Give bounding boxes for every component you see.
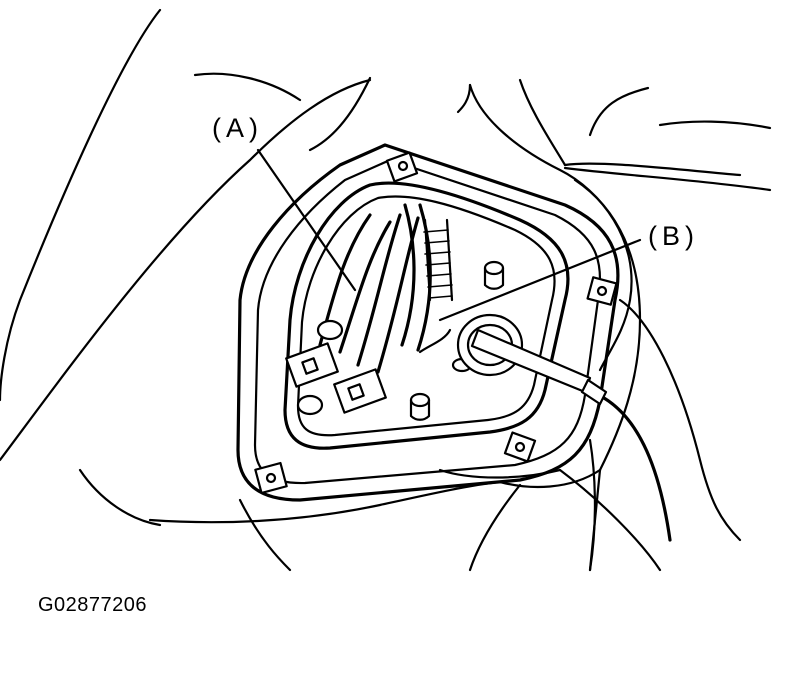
leader-line-a xyxy=(256,148,357,292)
access-cover-flange-inner xyxy=(253,158,602,485)
leader-line-b xyxy=(438,238,642,322)
flange-bolt-bottom-left xyxy=(254,461,288,495)
callout-b-label: (B) xyxy=(648,221,699,251)
figure-id: G02877206 xyxy=(38,594,148,616)
access-cover-flange xyxy=(236,143,620,502)
connector-a xyxy=(285,342,339,388)
fuel-hoses xyxy=(318,203,432,374)
flange-bolt-top xyxy=(385,151,419,183)
corrugated-tube xyxy=(423,218,454,302)
flange-bolt-right xyxy=(586,276,618,306)
callout-a-label: (A) xyxy=(212,113,263,143)
service-hole-opening xyxy=(283,181,570,450)
flange-bolt-bottom-right xyxy=(503,431,537,463)
connector-b xyxy=(333,368,387,414)
tester-probe xyxy=(418,328,672,542)
pump-studs xyxy=(296,260,505,421)
body-panel-lines xyxy=(0,8,772,572)
